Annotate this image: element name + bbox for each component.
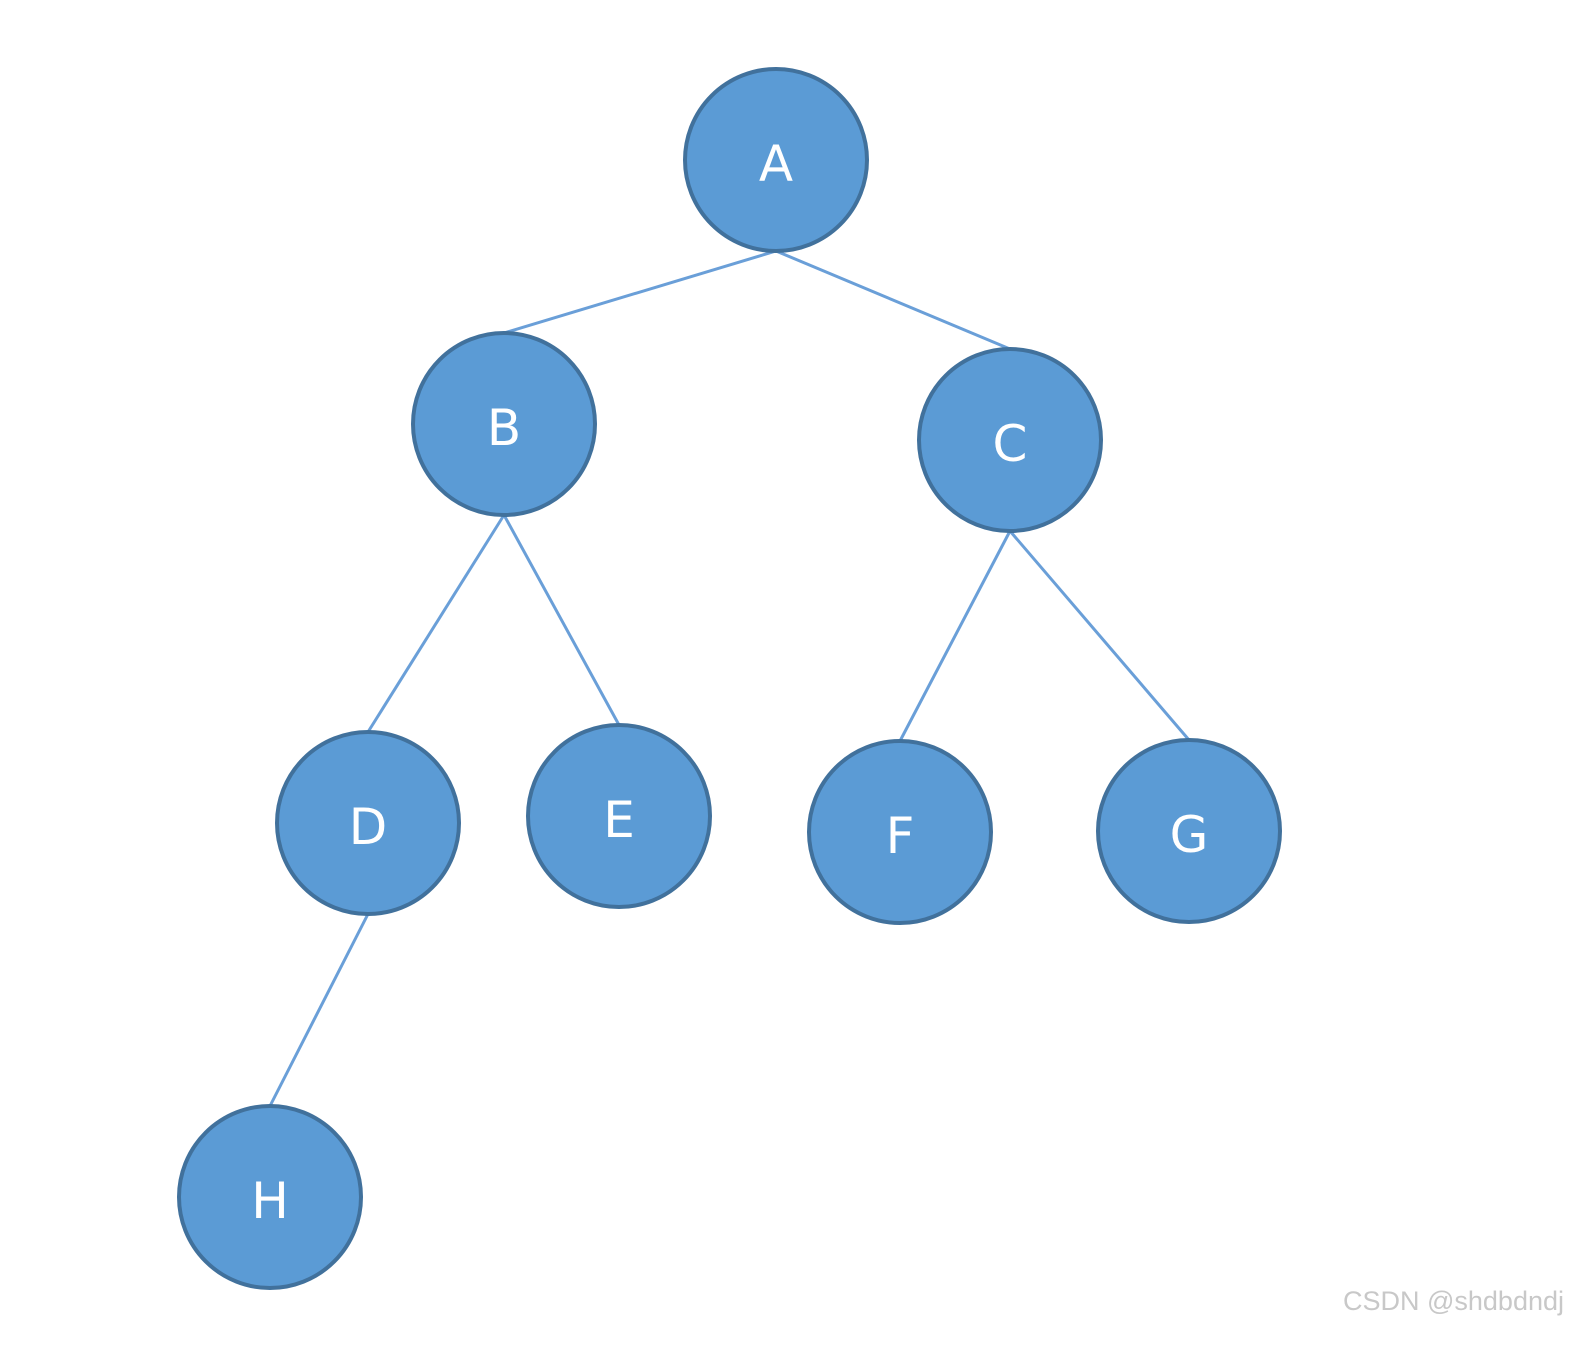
node-circle-e xyxy=(526,723,712,909)
node-label-e: E xyxy=(603,791,635,849)
node-b: B xyxy=(411,331,597,517)
node-label-b: B xyxy=(487,399,521,457)
node-e: E xyxy=(526,723,712,909)
node-label-f: F xyxy=(886,807,915,865)
node-label-d: D xyxy=(349,798,388,856)
edge-c-f xyxy=(898,530,1012,742)
node-label-g: G xyxy=(1170,806,1209,864)
node-f: F xyxy=(807,739,993,925)
edge-a-c xyxy=(775,249,1011,351)
edge-b-e xyxy=(502,514,621,726)
node-g: G xyxy=(1096,738,1282,924)
edge-a-b xyxy=(503,249,777,335)
node-circle-b xyxy=(411,331,597,517)
nodes-layer: A B C D E F G H xyxy=(177,67,1282,1290)
node-circle-f xyxy=(807,739,993,925)
edge-c-g xyxy=(1008,530,1191,741)
node-h: H xyxy=(177,1104,363,1290)
node-circle-a xyxy=(683,67,869,253)
node-label-c: C xyxy=(993,415,1028,473)
node-d: D xyxy=(275,730,461,916)
edge-b-d xyxy=(366,514,506,733)
node-circle-h xyxy=(177,1104,363,1290)
edges-layer xyxy=(268,249,1191,1107)
edge-d-h xyxy=(268,913,370,1107)
node-c: C xyxy=(917,347,1103,533)
node-circle-d xyxy=(275,730,461,916)
node-circle-c xyxy=(917,347,1103,533)
node-a: A xyxy=(683,67,869,253)
watermark: CSDN @shdbdndj xyxy=(1342,1286,1564,1316)
node-circle-g xyxy=(1096,738,1282,924)
node-label-h: H xyxy=(251,1172,289,1230)
node-label-a: A xyxy=(759,135,793,193)
